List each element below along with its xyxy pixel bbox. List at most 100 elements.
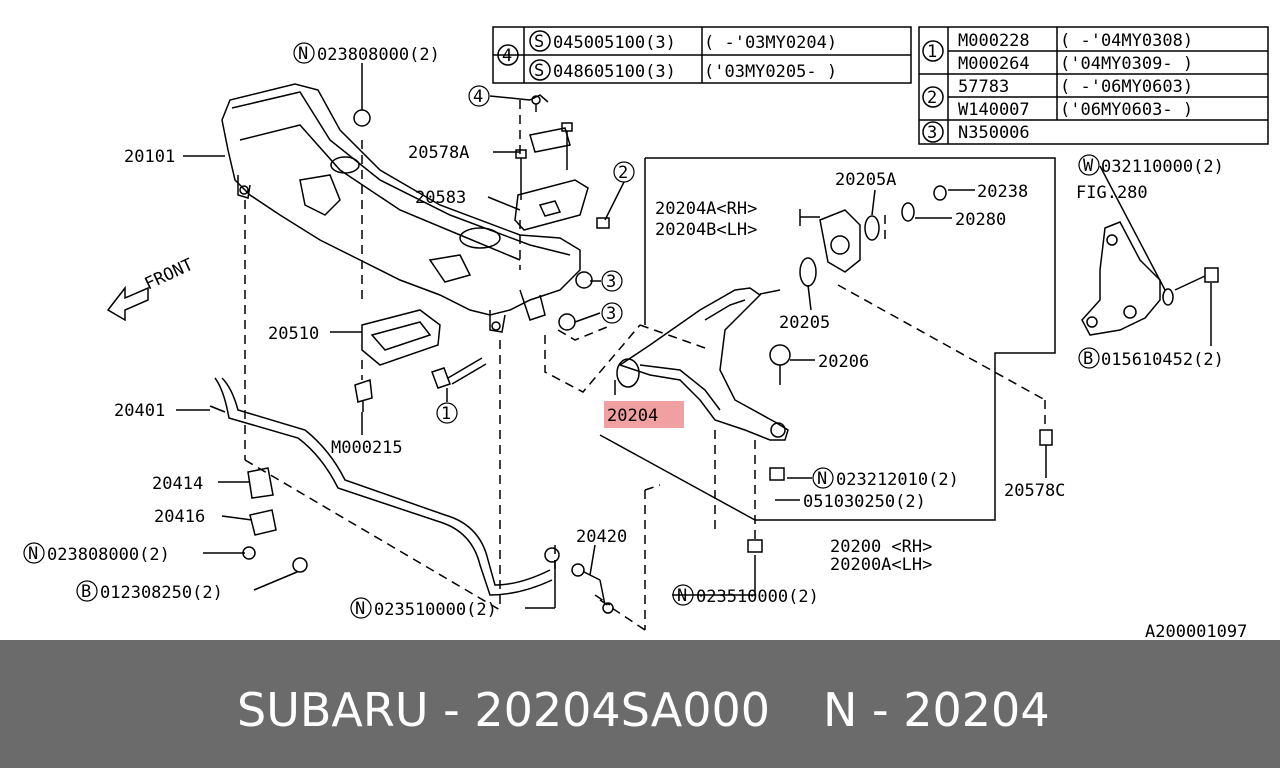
washer-row-2-mark: S	[534, 61, 544, 81]
label-20416: 20416	[154, 507, 205, 527]
ball-joint-20206	[769, 344, 791, 366]
fastener-row-4-part: W140007	[958, 100, 1030, 120]
ref-circle-2	[922, 86, 944, 108]
fastener-row-3-period: ( -'06MY0603)	[1060, 77, 1193, 97]
rear-bushing-assembly	[799, 185, 947, 287]
leader-lines	[176, 63, 1212, 609]
n-mark: N	[817, 469, 827, 489]
stabilizer-clamp-20416	[249, 509, 277, 536]
ref-circle-1	[922, 40, 944, 62]
fastener-row-1-period: ( -'04MY0308)	[1060, 31, 1193, 51]
washer-row-1-period: ( -'03MY0204)	[704, 33, 837, 53]
fastener-row-5-part: N350006	[958, 123, 1030, 143]
ref-circle-4	[497, 44, 519, 66]
label-051030250: 051030250(2)	[803, 492, 926, 512]
stabilizer-bushing-20414	[247, 467, 274, 499]
lower-arm-group-box	[599, 157, 1056, 521]
footer-diagram-number: N - 20204	[823, 683, 1050, 737]
washer-row-2-period: ('03MY0205- )	[704, 62, 837, 82]
nut-ref3-b	[558, 313, 576, 331]
label-023808000-bottom: 023808000(2)	[47, 545, 170, 565]
label-fig280: FIG.280	[1076, 183, 1148, 203]
footer-part-number: SUBARU - 20204SA000	[237, 683, 771, 737]
label-20200: 20200 <RH>	[830, 537, 932, 557]
bolt-ref2	[596, 217, 610, 229]
label-023510000-right: 023510000(2)	[696, 587, 819, 607]
label-20206: 20206	[818, 352, 869, 372]
label-023808000-top: 023808000(2)	[317, 45, 440, 65]
label-20510: 20510	[268, 324, 319, 344]
engine-mount-bracket	[514, 179, 589, 231]
label-20101: 20101	[124, 147, 175, 167]
n-mark: N	[355, 599, 365, 619]
nut-ref3-a	[575, 271, 593, 289]
fastener-table-border	[918, 26, 1269, 145]
fastener-index-1: 1	[927, 42, 937, 62]
label-20238: 20238	[977, 182, 1028, 202]
washer-table: 4 S 045005100(3) ( -'03MY0204) S 0486051…	[492, 26, 912, 84]
label-ref1: 1	[441, 404, 451, 424]
label-m000215: M000215	[331, 438, 403, 458]
fastener-row-2-period: ('04MY0309- )	[1060, 54, 1193, 74]
fastener-row-4-period: ('06MY0603- )	[1060, 100, 1193, 120]
label-ref4: 4	[473, 87, 483, 107]
s-mark-icon	[529, 59, 551, 81]
projection-lines	[244, 100, 1046, 631]
label-20204B: 20204B<LH>	[655, 220, 757, 240]
label-012308250: 012308250(2)	[100, 583, 223, 603]
label-ref3b: 3	[606, 304, 616, 324]
fastener-table: 1 2 3 M000228 ( -'04MY0308) M000264 ('04…	[918, 26, 1269, 145]
w-mark: W	[1083, 156, 1094, 176]
label-20414: 20414	[152, 474, 203, 494]
stabilizer-link	[544, 547, 614, 614]
lower-control-arm	[616, 287, 791, 441]
nut-023808000	[353, 109, 371, 127]
b-mark: B	[81, 582, 91, 602]
nut-023212010	[769, 467, 785, 481]
fastener-row-3-part: 57783	[958, 77, 1009, 97]
crossmember-bolts	[515, 94, 573, 200]
label-20420: 20420	[576, 527, 627, 547]
label-20205: 20205	[779, 313, 830, 333]
fastener-index-3: 3	[927, 123, 937, 143]
washer-row-1-part: 045005100(3)	[553, 33, 676, 53]
n-mark: N	[28, 544, 38, 564]
nut-023510000-right	[747, 539, 763, 553]
label-20204-highlighted: 20204	[607, 406, 658, 426]
n-mark: N	[298, 44, 308, 64]
label-015610452: 015610452(2)	[1101, 350, 1224, 370]
washer-row-2-part: 048605100(3)	[553, 62, 676, 82]
b-mark: B	[1083, 349, 1093, 369]
exploded-parts-diagram: 4 S 045005100(3) ( -'03MY0204) S 0486051…	[23, 26, 1269, 640]
label-20578C: 20578C	[1004, 481, 1065, 501]
fastener-row-1-part: M000228	[958, 31, 1030, 51]
steering-knuckle	[1081, 221, 1219, 336]
label-20578A: 20578A	[408, 143, 469, 163]
callout-labels: N 023808000(2) 4 20578A 20101 20583 2 20…	[28, 44, 1247, 640]
callout-circles	[23, 42, 1100, 619]
label-20205A: 20205A	[835, 170, 896, 190]
label-ref2: 2	[618, 163, 628, 183]
highlight-box-20204	[604, 401, 684, 428]
label-023212010: 023212010(2)	[836, 470, 959, 490]
label-20200A: 20200A<LH>	[830, 555, 932, 575]
diagram-id: A200001097	[1145, 622, 1247, 640]
fastener-row-2-part: M000264	[958, 54, 1030, 74]
bolt-ref1	[431, 357, 487, 389]
washer-row-1-mark: S	[534, 32, 544, 52]
front-crossmember	[221, 83, 581, 333]
bolt-20578C	[1039, 429, 1053, 446]
label-023510000-left: 023510000(2)	[374, 600, 497, 620]
label-ref3a: 3	[606, 272, 616, 292]
label-20204A: 20204A<RH>	[655, 199, 757, 219]
label-032110000: 032110000(2)	[1101, 157, 1224, 177]
front-label: FRONT	[142, 255, 197, 295]
label-20280: 20280	[955, 210, 1006, 230]
label-20583: 20583	[415, 188, 466, 208]
bracket-20510	[361, 309, 441, 366]
footer-bar	[0, 640, 1280, 768]
label-20401: 20401	[114, 401, 165, 421]
front-arrow-icon	[106, 285, 149, 322]
ref-circle-3	[922, 121, 944, 143]
